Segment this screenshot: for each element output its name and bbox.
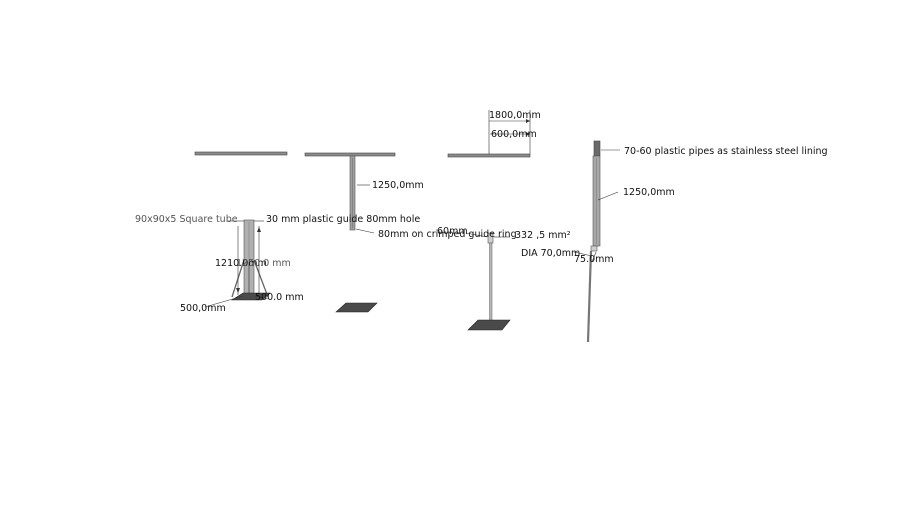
dia-label: DIA 70,0mm — [521, 248, 581, 259]
dim-1210-label: 1210.0mm — [215, 258, 267, 269]
dim-1250-mid-label: 1250,0mm — [372, 180, 424, 191]
pipe-lining-label: 70-60 plastic pipes as stainless steel l… — [624, 146, 828, 157]
tall-pipe-assembly — [573, 140, 620, 343]
dim-75-label: 75.0mm — [574, 254, 614, 265]
plastic-guide-label: 30 mm plastic guide 80mm hole — [266, 214, 421, 225]
t-assembly — [304, 152, 396, 234]
area-label: 332 ,5 mm² — [515, 230, 571, 241]
flat-bar-dimensioned — [447, 110, 531, 158]
dim-600-label: 600,0mm — [491, 129, 537, 140]
flat-bar-left — [194, 151, 288, 156]
square-tube-stand — [204, 219, 271, 308]
dim-500-left-label: 500,0mm — [180, 303, 226, 314]
base-plate-middle — [335, 302, 378, 313]
crimped-ring-label: 80mm on crimped guide ring — [378, 229, 517, 240]
thin-post-assembly — [465, 232, 511, 331]
dim-1800-label: 1800,0mm — [489, 110, 541, 121]
dim-1250-right-label: 1250,0mm — [623, 187, 675, 198]
dim-60-label: 60mm — [437, 226, 468, 237]
dim-1250-stand-label: 1250.0 mm — [236, 258, 291, 269]
dim-500-right-label: 500.0 mm — [255, 292, 304, 303]
square-tube-label: 90x90x5 Square tube — [135, 214, 238, 225]
